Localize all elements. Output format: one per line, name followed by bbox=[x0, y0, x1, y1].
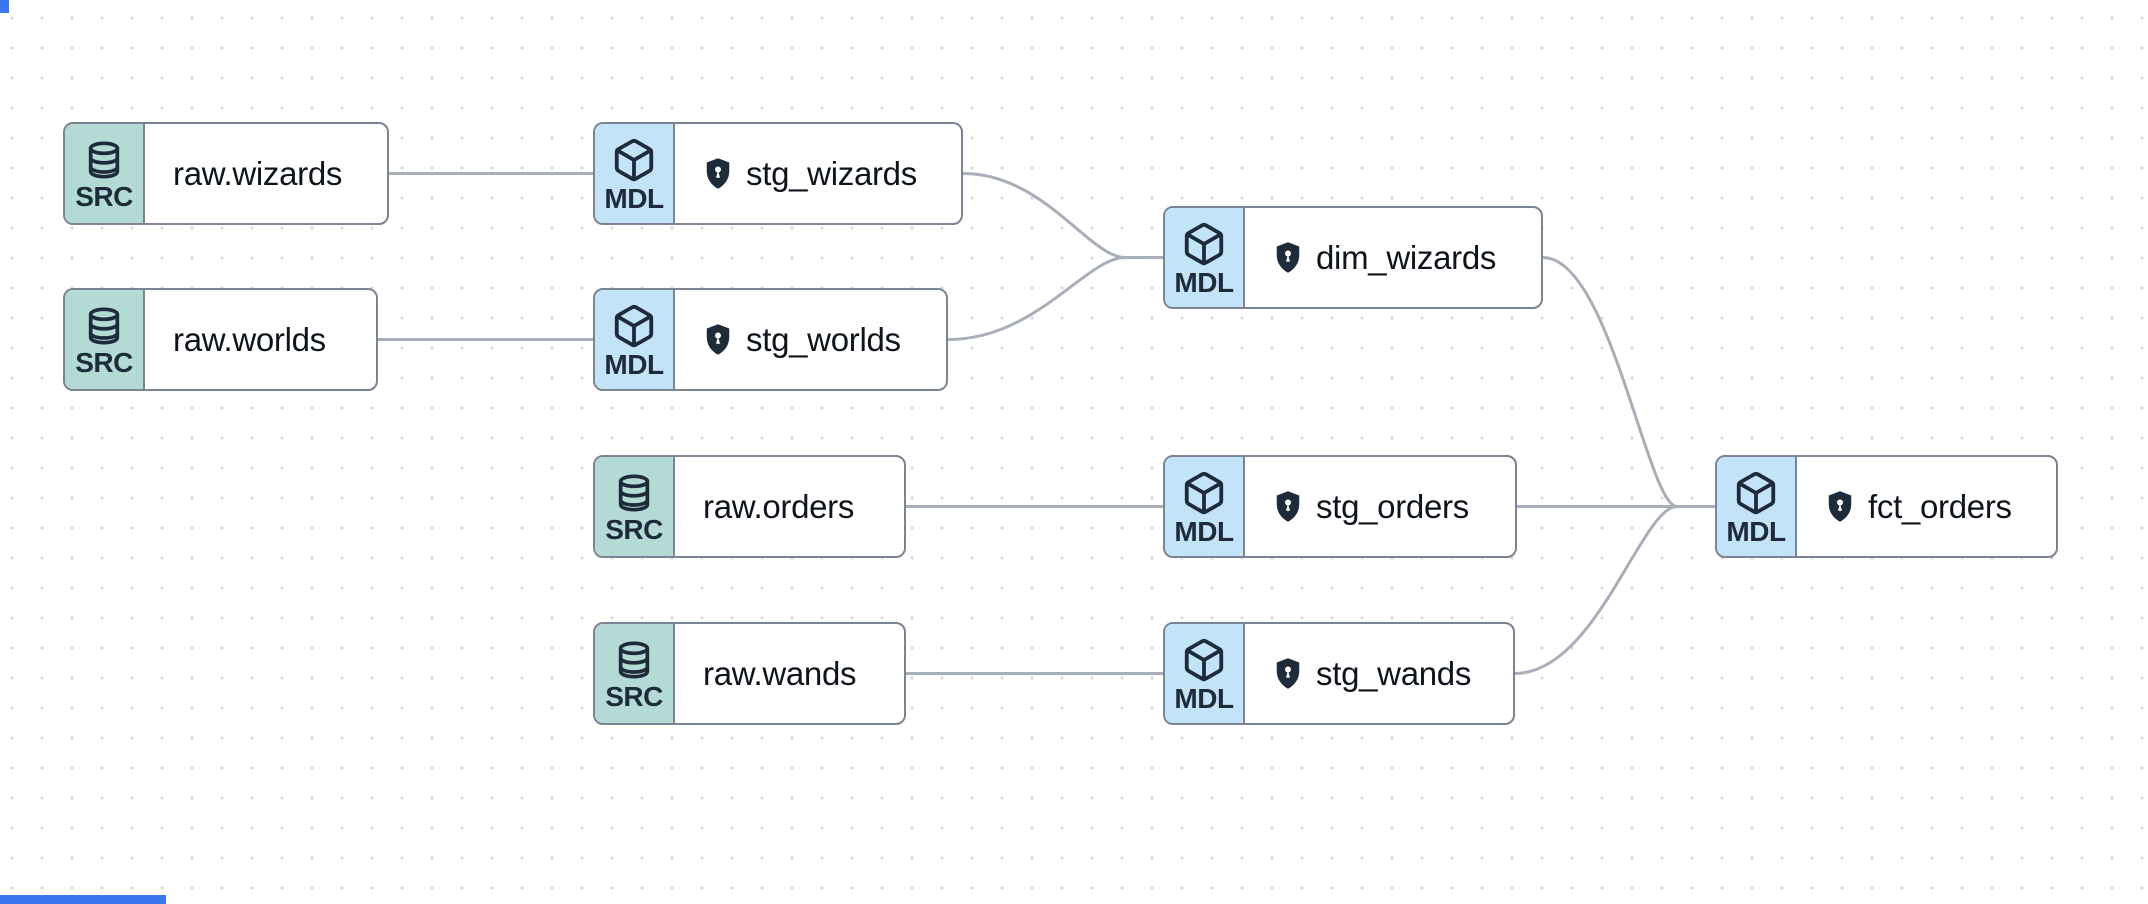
node-type-badge: SRC bbox=[595, 457, 675, 556]
node-body: stg_worlds bbox=[675, 290, 946, 389]
node-body: raw.worlds bbox=[145, 290, 376, 389]
node-type-label: MDL bbox=[1174, 266, 1234, 298]
node-label: raw.wands bbox=[703, 654, 857, 692]
node-label: raw.worlds bbox=[173, 320, 326, 358]
node-label: stg_wands bbox=[1316, 654, 1472, 692]
shield-icon bbox=[1276, 491, 1300, 522]
node-type-label: SRC bbox=[75, 346, 133, 378]
node-label: raw.wizards bbox=[173, 154, 343, 192]
node-type-badge: MDL bbox=[1717, 457, 1797, 556]
node-body: stg_wands bbox=[1245, 624, 1513, 723]
lineage-node-raw_worlds[interactable]: SRC raw.worlds bbox=[63, 288, 378, 391]
node-type-label: SRC bbox=[605, 513, 663, 545]
node-type-label: MDL bbox=[1726, 515, 1786, 547]
edge-stg_wands-to-fct_orders bbox=[1513, 505, 1717, 675]
node-type-label: SRC bbox=[605, 680, 663, 712]
cube-icon bbox=[614, 138, 654, 181]
vertical-scrollbar-thumb[interactable] bbox=[0, 0, 9, 13]
node-type-label: MDL bbox=[604, 182, 664, 214]
node-type-badge: MDL bbox=[1165, 457, 1245, 556]
node-body: stg_wizards bbox=[675, 124, 961, 223]
node-body: dim_wizards bbox=[1245, 208, 1541, 307]
node-label: stg_orders bbox=[1316, 487, 1469, 525]
database-icon bbox=[88, 307, 120, 345]
cube-icon bbox=[1736, 471, 1776, 514]
node-label: fct_orders bbox=[1868, 487, 2012, 525]
cube-icon bbox=[1184, 638, 1224, 681]
node-type-badge: SRC bbox=[595, 624, 675, 723]
edge-dim_wizards-to-fct_orders bbox=[1541, 256, 1717, 508]
shield-icon bbox=[1276, 242, 1300, 273]
lineage-node-fct_orders[interactable]: MDL fct_orders bbox=[1715, 455, 2058, 558]
lineage-node-dim_wizards[interactable]: MDL dim_wizards bbox=[1163, 206, 1543, 309]
node-body: stg_orders bbox=[1245, 457, 1515, 556]
node-label: stg_worlds bbox=[746, 320, 901, 358]
node-type-badge: MDL bbox=[595, 124, 675, 223]
lineage-node-raw_orders[interactable]: SRC raw.orders bbox=[593, 455, 906, 558]
lineage-node-stg_worlds[interactable]: MDL stg_worlds bbox=[593, 288, 948, 391]
lineage-node-stg_wands[interactable]: MDL stg_wands bbox=[1163, 622, 1515, 725]
database-icon bbox=[88, 141, 120, 179]
node-type-badge: MDL bbox=[1165, 208, 1245, 307]
database-icon bbox=[618, 474, 650, 512]
node-type-label: MDL bbox=[1174, 515, 1234, 547]
edge-stg_worlds-to-dim_wizards bbox=[946, 256, 1165, 341]
node-type-badge: SRC bbox=[65, 290, 145, 389]
node-type-badge: MDL bbox=[595, 290, 675, 389]
node-body: raw.wands bbox=[675, 624, 904, 723]
lineage-node-raw_wands[interactable]: SRC raw.wands bbox=[593, 622, 906, 725]
node-body: raw.wizards bbox=[145, 124, 387, 223]
shield-icon bbox=[706, 324, 730, 355]
node-type-label: MDL bbox=[1174, 682, 1234, 714]
horizontal-scrollbar-thumb[interactable] bbox=[0, 895, 166, 904]
shield-icon bbox=[1828, 491, 1852, 522]
cube-icon bbox=[614, 304, 654, 347]
node-type-label: MDL bbox=[604, 348, 664, 380]
node-body: raw.orders bbox=[675, 457, 904, 556]
node-type-badge: MDL bbox=[1165, 624, 1245, 723]
node-type-badge: SRC bbox=[65, 124, 145, 223]
edge-stg_wizards-to-dim_wizards bbox=[961, 172, 1165, 259]
node-label: stg_wizards bbox=[746, 154, 917, 192]
cube-icon bbox=[1184, 222, 1224, 265]
cube-icon bbox=[1184, 471, 1224, 514]
node-label: raw.orders bbox=[703, 487, 855, 525]
node-label: dim_wizards bbox=[1316, 238, 1497, 276]
lineage-node-stg_orders[interactable]: MDL stg_orders bbox=[1163, 455, 1517, 558]
shield-icon bbox=[1276, 658, 1300, 689]
lineage-node-raw_wizards[interactable]: SRC raw.wizards bbox=[63, 122, 389, 225]
database-icon bbox=[618, 641, 650, 679]
shield-icon bbox=[706, 158, 730, 189]
node-type-label: SRC bbox=[75, 180, 133, 212]
lineage-node-stg_wizards[interactable]: MDL stg_wizards bbox=[593, 122, 963, 225]
node-body: fct_orders bbox=[1797, 457, 2056, 556]
